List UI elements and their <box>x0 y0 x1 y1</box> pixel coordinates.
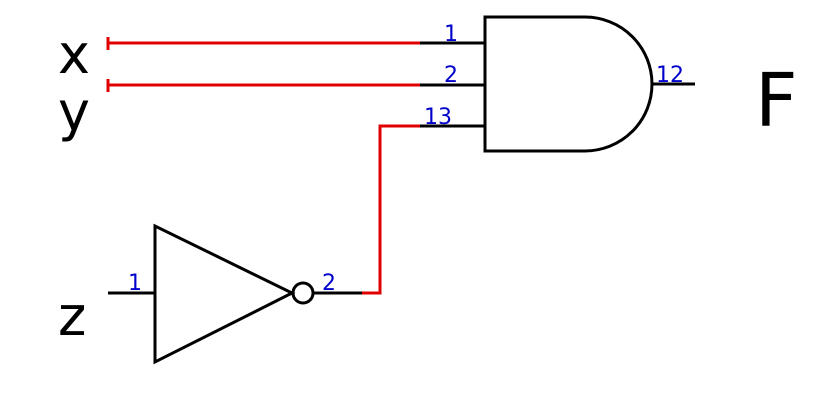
not-gate-triangle <box>153 223 296 365</box>
signal-label-f: F <box>755 58 798 144</box>
and-pin-label-13: 13 <box>424 105 452 130</box>
not-gate-bubble <box>291 281 315 305</box>
wires <box>106 37 420 295</box>
not-pin-label-2: 2 <box>322 271 336 296</box>
pin-labels: 1 2 13 12 1 2 <box>128 22 684 296</box>
signal-label-x: x <box>58 23 90 86</box>
pin-leads <box>108 41 695 295</box>
signal-label-z: z <box>58 285 86 348</box>
wire-not-to-and <box>362 124 420 295</box>
not-pin-label-1: 1 <box>128 271 142 296</box>
and-pin-label-1: 1 <box>444 22 458 47</box>
and-pin-label-12: 12 <box>656 63 684 88</box>
and-gate-symbol <box>483 15 654 153</box>
and-pin-label-2: 2 <box>444 63 458 88</box>
signal-label-y: y <box>58 80 90 143</box>
